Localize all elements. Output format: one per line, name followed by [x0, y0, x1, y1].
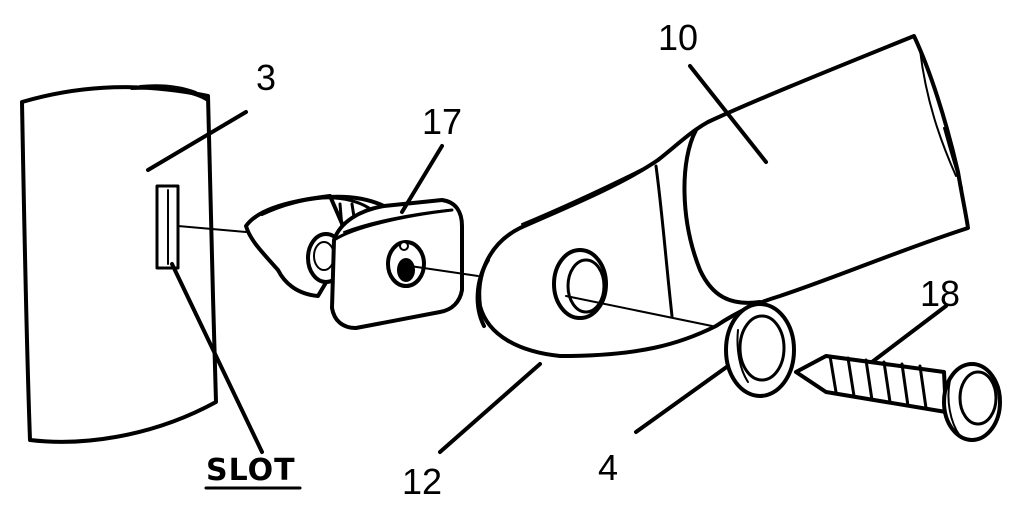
label-slot: SLOT [206, 453, 296, 488]
alignment-line-bracket-washer [565, 295, 713, 327]
leader-line-3 [146, 110, 248, 172]
leader-line-10 [688, 64, 768, 164]
label-part-17: 17 [422, 101, 462, 142]
alignment-line-slot-clip [177, 225, 247, 233]
screw-part [794, 354, 1002, 442]
clip-nut-part [244, 194, 464, 330]
label-part-4: 4 [598, 447, 618, 488]
alignment-line-clip-bracket [409, 265, 479, 277]
label-part-10: 10 [658, 17, 698, 58]
leader-line-17 [400, 144, 444, 214]
leader-line-4 [634, 364, 730, 434]
leader-line-slot [170, 262, 264, 454]
tube-part [20, 84, 218, 444]
arm-bracket-part [475, 34, 970, 358]
label-part-18: 18 [920, 273, 960, 314]
washer-part [724, 302, 796, 398]
label-part-3: 3 [256, 57, 276, 98]
label-part-12: 12 [402, 461, 442, 502]
leader-line-12 [438, 362, 542, 454]
slot-opening [155, 184, 180, 270]
leader-line-18 [870, 304, 948, 364]
